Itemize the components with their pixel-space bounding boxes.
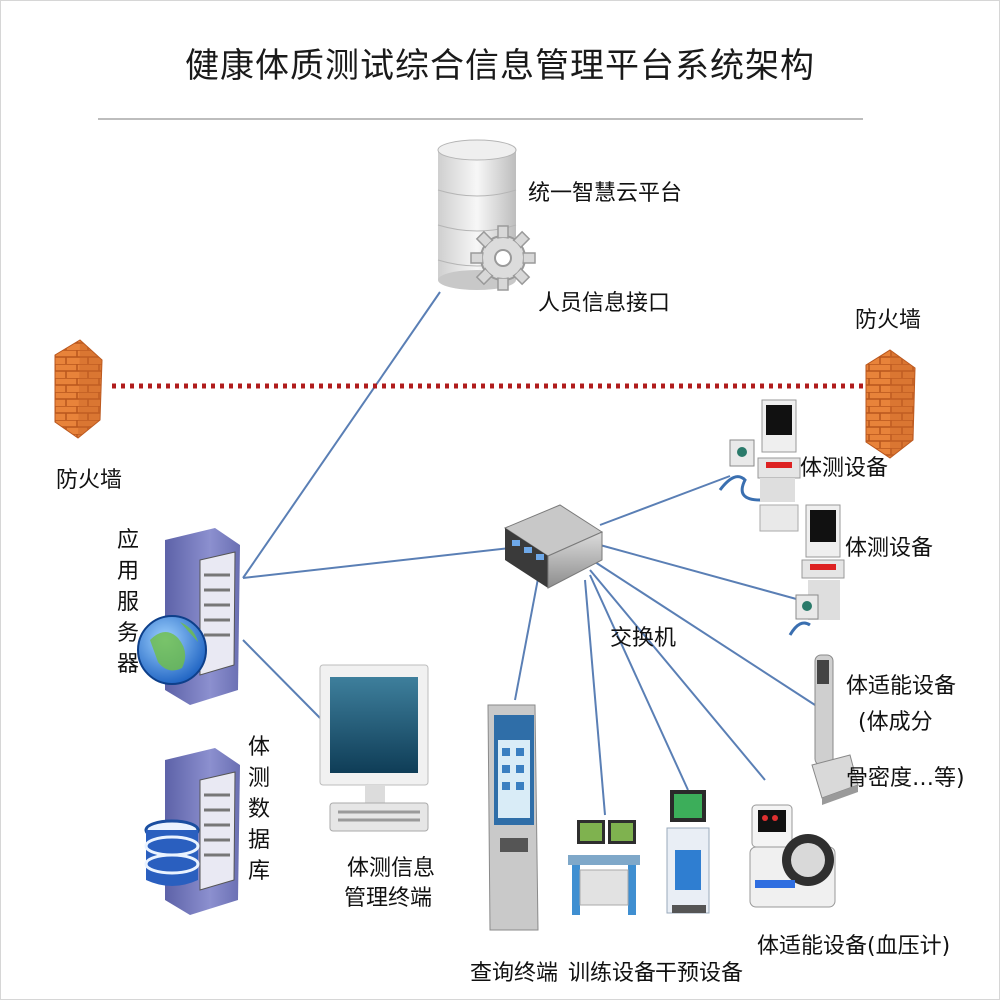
intervention-device-icon bbox=[666, 790, 710, 914]
management-terminal-label-line2: 管理终端 bbox=[344, 886, 433, 911]
training-equipment-icon bbox=[568, 820, 640, 915]
link-switch-body-test-2 bbox=[599, 544, 801, 601]
blood-pressure-device-icon bbox=[749, 804, 836, 908]
link-switch-query bbox=[514, 567, 541, 701]
query-kiosk-icon bbox=[487, 704, 539, 931]
link-cloud-server bbox=[242, 291, 441, 579]
title-divider bbox=[98, 118, 863, 120]
body-test-device-1-label: 体测设备 bbox=[800, 456, 889, 481]
firewall-right-label: 防火墙 bbox=[855, 308, 922, 333]
firewall-left-icon bbox=[54, 339, 103, 439]
query-terminal-label: 查询终端 bbox=[470, 961, 559, 986]
management-terminal-label-line1: 体测信息 bbox=[347, 856, 436, 881]
link-switch-body-test-1 bbox=[599, 475, 731, 526]
link-server-terminal bbox=[242, 639, 321, 719]
cloud-platform-label: 统一智慧云平台 bbox=[528, 181, 683, 206]
body-test-device-1-icon bbox=[718, 399, 801, 532]
body-composition-device-icon bbox=[811, 654, 859, 805]
body-test-device-2-label: 体测设备 bbox=[845, 536, 934, 561]
training-equipment-label: 训练设备 bbox=[568, 961, 657, 986]
fitness-composition-label-line2: (体成分 bbox=[858, 710, 933, 735]
firewall-right-icon bbox=[865, 349, 916, 459]
gear-icon bbox=[470, 225, 536, 291]
app-server-icon bbox=[137, 528, 240, 705]
database-server-label: 体测数据库 bbox=[247, 735, 270, 884]
app-server-label: 应用服务器 bbox=[116, 528, 139, 677]
diagram-title: 健康体质测试综合信息管理平台系统架构 bbox=[185, 46, 815, 86]
database-stack-icon bbox=[144, 819, 200, 886]
management-terminal-icon bbox=[319, 664, 429, 832]
body-test-device-2-icon bbox=[788, 504, 845, 636]
firewall-left-label: 防火墙 bbox=[56, 468, 123, 493]
switch-label: 交换机 bbox=[610, 626, 677, 651]
intervention-device-label: 干预设备 bbox=[655, 961, 744, 986]
connection-lines bbox=[242, 291, 816, 816]
fitness-composition-label-line1: 体适能设备 bbox=[846, 674, 957, 699]
fitness-composition-label-line3: 骨密度…等) bbox=[846, 766, 965, 791]
link-switch-bp bbox=[589, 569, 766, 781]
link-switch-intervention bbox=[589, 574, 689, 791]
blood-pressure-device-label: 体适能设备(血压计) bbox=[757, 934, 951, 959]
link-switch-composition bbox=[594, 561, 816, 706]
link-switch-training bbox=[584, 579, 606, 816]
person-info-interface-label: 人员信息接口 bbox=[538, 291, 671, 316]
database-server-icon bbox=[144, 748, 240, 915]
switch-icon bbox=[503, 504, 604, 589]
link-switch-server bbox=[242, 547, 511, 579]
